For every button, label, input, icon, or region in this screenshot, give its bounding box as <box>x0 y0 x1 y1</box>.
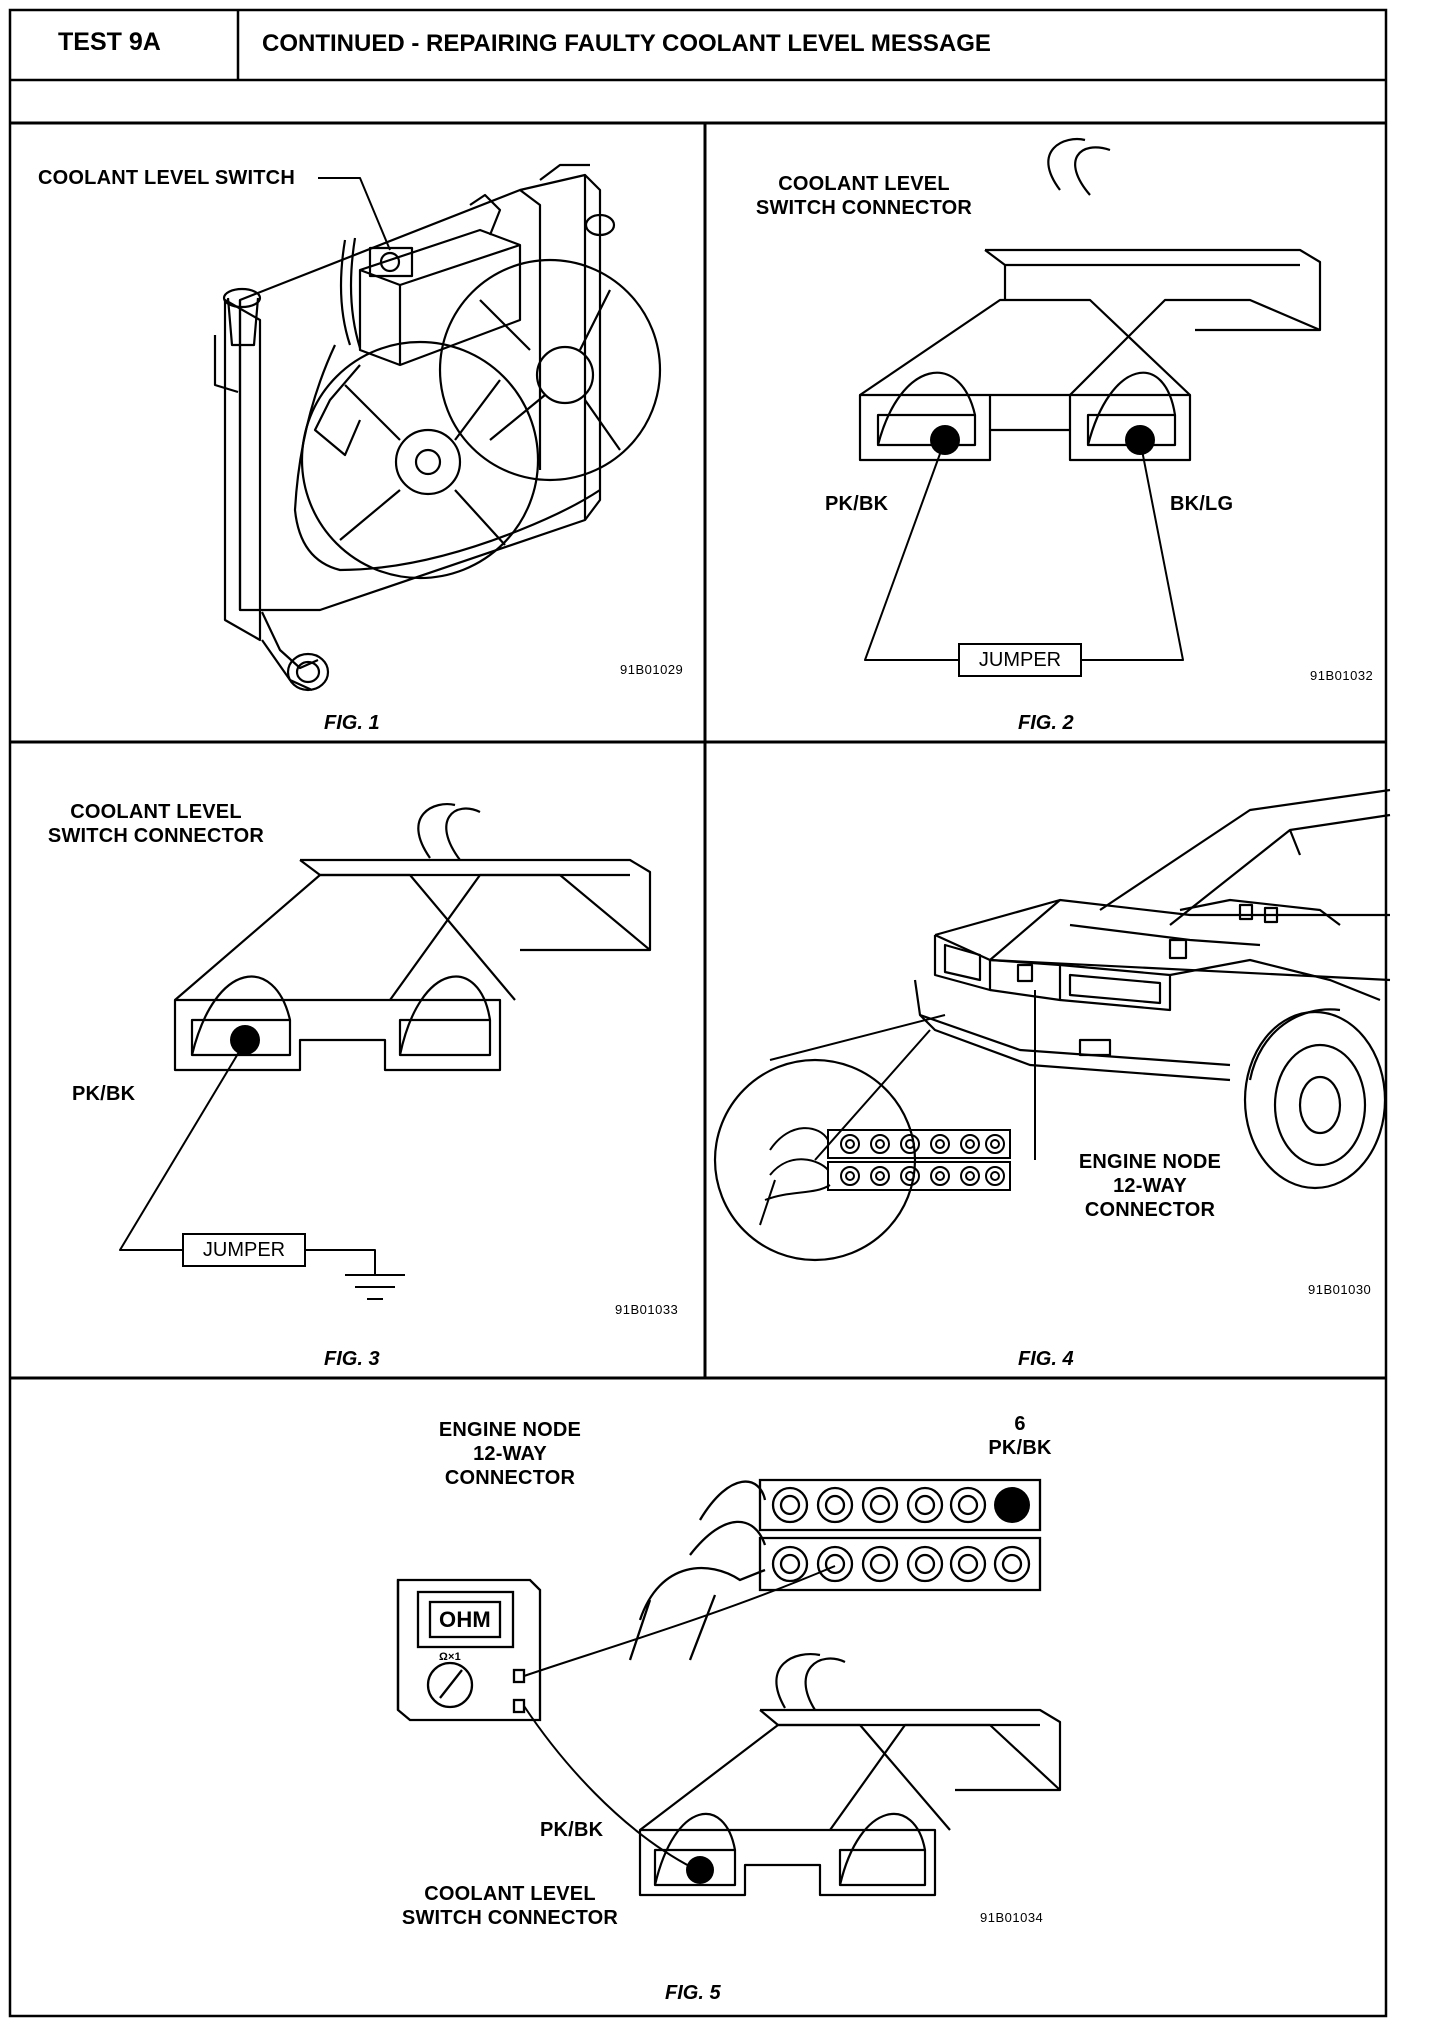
fig3-code: 91B01033 <box>615 1302 679 1317</box>
fig3-connector-illustration <box>119 803 652 1300</box>
page-border <box>8 8 1388 2018</box>
fig5-node-line1: ENGINE NODE <box>438 1419 582 1441</box>
radiator-fan-illustration <box>213 163 662 692</box>
fig4-car-illustration <box>713 788 1391 1262</box>
fig3-caption: FIG. 3 <box>324 1348 380 1370</box>
fig5-node-line3: CONNECTOR <box>444 1467 576 1489</box>
fig4-label-line1: ENGINE NODE <box>1078 1151 1222 1173</box>
fig5-node-line2: 12-WAY <box>473 1443 547 1465</box>
pin-6-marker <box>994 1487 1030 1523</box>
fig4-label-line3: CONNECTOR <box>1084 1199 1216 1221</box>
fig5-pk-bk-wire-label: PK/BK <box>540 1819 604 1841</box>
fig3-label-line1: COOLANT LEVEL <box>70 801 242 823</box>
fig2-connector-illustration <box>858 138 1322 661</box>
fig5-engine-node-connector <box>628 1478 1042 1661</box>
test-number: TEST 9A <box>58 28 161 56</box>
fig5-switch-line1: COOLANT LEVEL <box>424 1883 596 1905</box>
bk-lg-wire-label: BK/LG <box>1170 493 1234 515</box>
fig2-code: 91B01032 <box>1310 668 1374 683</box>
pin-number-label: 6 <box>1014 1413 1026 1435</box>
fig5-switch-line2: SWITCH CONNECTOR <box>401 1907 619 1929</box>
fig4-code: 91B01030 <box>1308 1282 1372 1297</box>
page-title: CONTINUED - REPAIRING FAULTY COOLANT LEV… <box>262 30 991 57</box>
fig1-code: 91B01029 <box>620 662 684 677</box>
fig4-caption: FIG. 4 <box>1018 1348 1074 1370</box>
fig2-jumper-box: JUMPER <box>958 643 1082 677</box>
fig4-label-line2: 12-WAY <box>1113 1175 1187 1197</box>
fig2-label-line1: COOLANT LEVEL <box>778 173 950 195</box>
fig2-label-line2: SWITCH CONNECTOR <box>755 197 973 219</box>
fig3-jumper-box: JUMPER <box>182 1233 306 1267</box>
fig3-pk-bk-wire-label: PK/BK <box>72 1083 136 1105</box>
pk-bk-wire-label: PK/BK <box>825 493 889 515</box>
fig5-caption: FIG. 5 <box>665 1982 721 2004</box>
fig3-label-line2: SWITCH CONNECTOR <box>47 825 265 847</box>
fig1-caption: FIG. 1 <box>324 712 380 734</box>
fig4-connector-inset <box>759 1127 1011 1226</box>
meter-display-text: OHM <box>439 1607 491 1632</box>
fig2-caption: FIG. 2 <box>1018 712 1074 734</box>
coolant-level-switch-label: COOLANT LEVEL SWITCH <box>38 167 295 189</box>
switch-pin-marker <box>686 1856 714 1884</box>
fig5-code: 91B01034 <box>980 1910 1044 1925</box>
fig5-switch-connector <box>638 1653 1062 1897</box>
pin-wire-label: PK/BK <box>988 1437 1052 1459</box>
meter-range-label: Ω×1 <box>439 1651 461 1663</box>
